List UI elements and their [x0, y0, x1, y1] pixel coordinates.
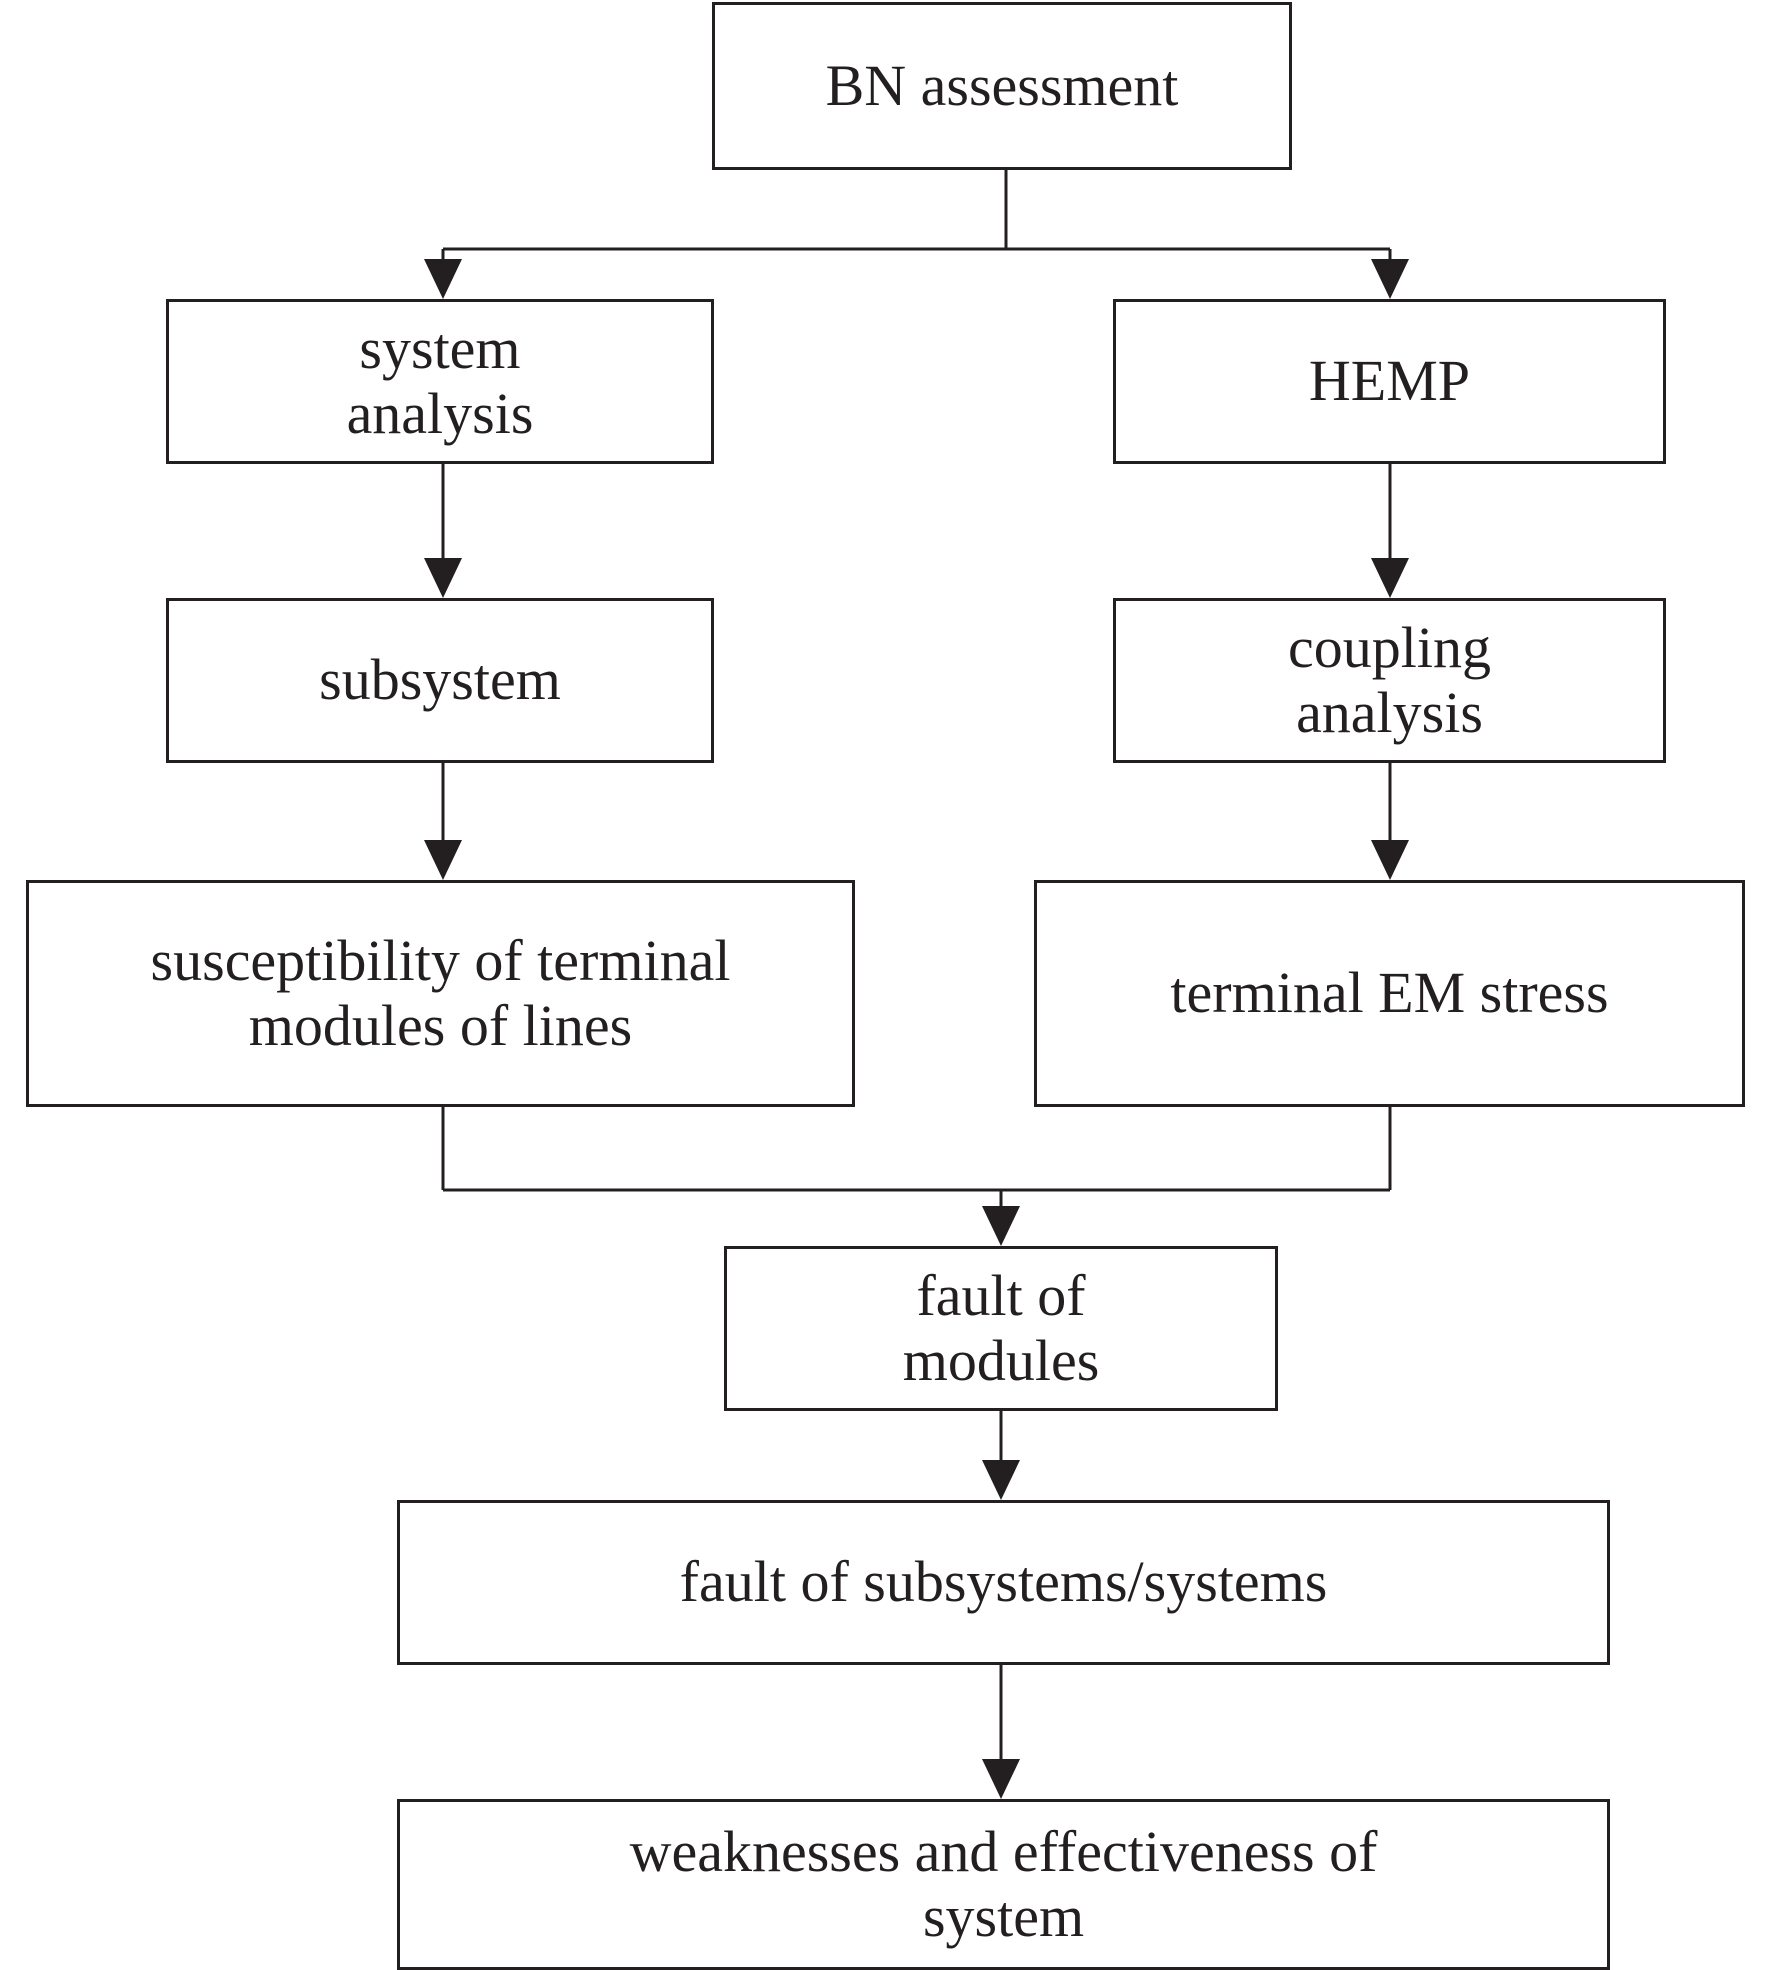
node-label-line: subsystem: [319, 647, 561, 713]
node-label-line: susceptibility of terminal: [150, 927, 731, 993]
node-susceptibility: susceptibility of terminal modules of li…: [26, 880, 855, 1107]
node-label-line: HEMP: [1308, 348, 1471, 414]
connector-lines: [441, 170, 1392, 1760]
node-weaknesses-effectiveness: weaknesses and effectiveness of system: [397, 1799, 1610, 1970]
node-label-line: weaknesses and effectiveness of: [629, 1818, 1378, 1884]
arrowhead-coupling: [1371, 558, 1409, 598]
node-label-line: BN assessment: [825, 52, 1179, 118]
node-label-line: terminal EM stress: [1170, 960, 1609, 1026]
node-label-line: system: [922, 1883, 1085, 1949]
node-label-line: modules of lines: [248, 992, 633, 1058]
node-terminal-em-stress: terminal EM stress: [1034, 880, 1745, 1107]
node-fault-of-subsystems: fault of subsystems/systems: [397, 1500, 1610, 1665]
node-label-line: coupling: [1288, 614, 1491, 680]
node-hemp: HEMP: [1113, 299, 1666, 464]
arrowheads: [424, 259, 1409, 1799]
arrowhead-fault-modules: [982, 1206, 1020, 1246]
node-fault-of-modules: fault of modules: [724, 1246, 1278, 1411]
node-coupling-analysis: coupling analysis: [1113, 598, 1666, 763]
node-label-line: analysis: [1296, 679, 1483, 745]
node-label-line: fault of subsystems/systems: [679, 1549, 1328, 1615]
arrowhead-fault-subsystems: [982, 1460, 1020, 1500]
node-label-line: fault of: [916, 1262, 1086, 1328]
node-label-line: analysis: [346, 380, 534, 446]
arrowhead-susceptibility: [424, 840, 462, 880]
arrowhead-subsystem: [424, 558, 462, 598]
node-bn-assessment: BN assessment: [712, 2, 1292, 170]
node-subsystem: subsystem: [166, 598, 714, 763]
arrowhead-system-analysis: [424, 259, 462, 299]
arrowhead-terminal-stress: [1371, 840, 1409, 880]
node-system-analysis: system analysis: [166, 299, 714, 464]
node-label-line: modules: [902, 1327, 1100, 1393]
arrowhead-hemp: [1371, 259, 1409, 299]
node-label-line: system: [359, 315, 521, 381]
arrowhead-weaknesses: [982, 1759, 1020, 1799]
